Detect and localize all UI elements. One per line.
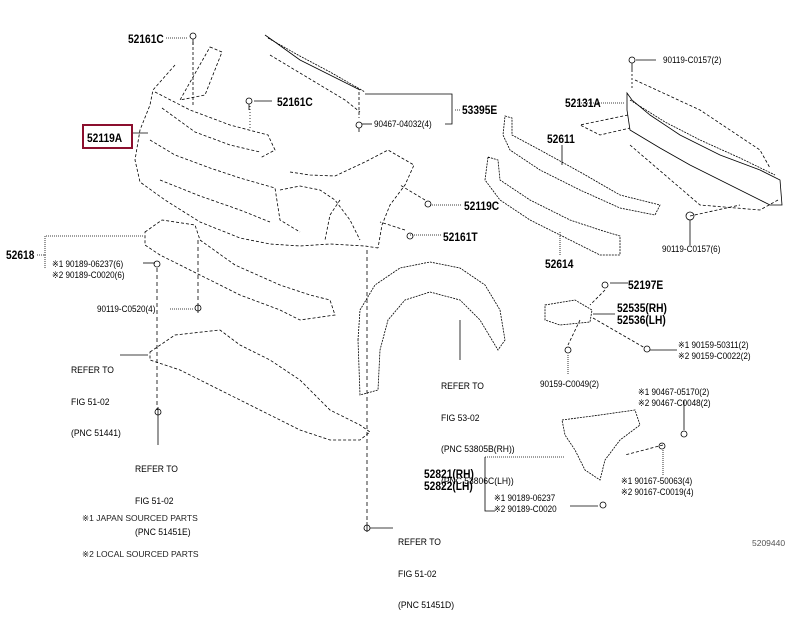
callout-90189-C0020-6[interactable]: ※2 90189-C0020(6) bbox=[52, 270, 125, 280]
callout-52119A-label: 52119A bbox=[87, 131, 123, 145]
reference-pnc-51451E[interactable]: REFER TO FIG 51-02 (PNC 51451E) bbox=[135, 444, 191, 549]
absorber-52614-drawing bbox=[484, 156, 621, 256]
callout-52614[interactable]: 52614 bbox=[545, 257, 574, 271]
bezel-52821-drawing bbox=[484, 400, 685, 512]
callout-90159-50311[interactable]: ※1 90159-50311(2) bbox=[678, 340, 749, 350]
ref-line: REFER TO bbox=[398, 537, 441, 548]
fastener-icons bbox=[153, 32, 695, 532]
ref-line: FIG 51-02 bbox=[398, 568, 437, 580]
panel-52618-drawing bbox=[37, 219, 336, 410]
ref-line: REFER TO bbox=[135, 464, 178, 475]
callout-53395E[interactable]: 53395E bbox=[462, 103, 498, 117]
ref-line: FIG 51-02 bbox=[135, 495, 174, 507]
ref-line: (PNC 51441) bbox=[71, 428, 121, 439]
under-cover-drawing bbox=[120, 250, 393, 529]
callout-52119C[interactable]: 52119C bbox=[464, 199, 500, 213]
callout-52535-RH[interactable]: 52535(RH) bbox=[617, 301, 667, 315]
source-legend: ※1 JAPAN SOURCED PARTS ※2 LOCAL SOURCED … bbox=[82, 488, 199, 572]
callout-52161C-mid[interactable]: 52161C bbox=[277, 95, 313, 109]
callout-52119A-highlighted[interactable]: 52119A bbox=[82, 124, 134, 149]
reference-pnc-53805[interactable]: REFER TO FIG 53-02 (PNC 53805B(RH)) (PNC… bbox=[441, 361, 515, 498]
callout-52161C-top[interactable]: 52161C bbox=[128, 32, 164, 46]
bumper-cover-drawing bbox=[134, 46, 415, 249]
bracket-52535-drawing bbox=[544, 282, 677, 375]
ref-line: FIG 51-02 bbox=[71, 396, 110, 408]
ref-line: (PNC 51451E) bbox=[135, 527, 191, 538]
callout-52821-RH[interactable]: 52821(RH) bbox=[424, 467, 474, 481]
callout-52822-LH[interactable]: 52822(LH) bbox=[424, 479, 473, 493]
ref-line: (PNC 53805B(RH)) bbox=[441, 444, 515, 455]
leader-lines bbox=[127, 37, 462, 236]
callout-90467-C0048[interactable]: ※2 90467-C0048(2) bbox=[638, 398, 711, 408]
callout-90159-C0022[interactable]: ※2 90159-C0022(2) bbox=[678, 351, 751, 361]
ref-line: REFER TO bbox=[441, 381, 484, 392]
ref-line: FIG 53-02 bbox=[441, 412, 480, 424]
callout-52618[interactable]: 52618 bbox=[6, 248, 35, 262]
upper-strip-drawing bbox=[264, 34, 366, 113]
ref-line: (PNC 51451D) bbox=[398, 600, 455, 611]
callout-52197E[interactable]: 52197E bbox=[628, 278, 664, 292]
callout-52611[interactable]: 52611 bbox=[547, 132, 575, 146]
callout-52161T[interactable]: 52161T bbox=[443, 230, 478, 244]
diagram-artwork bbox=[37, 32, 783, 532]
callout-90467-04032[interactable]: 90467-04032(4) bbox=[374, 119, 432, 129]
legend-japan-sourced: ※1 JAPAN SOURCED PARTS bbox=[82, 513, 198, 523]
parts-diagram: 52161C 52119A 52161C 53395E 90467-04032(… bbox=[6, 32, 786, 611]
callout-90189-06237[interactable]: ※1 90189-06237 bbox=[494, 493, 556, 503]
absorber-52611-drawing bbox=[502, 115, 661, 216]
callout-90189-C0020[interactable]: ※2 90189-C0020 bbox=[494, 504, 557, 514]
ref-line: (PNC 53806C(LH)) bbox=[441, 475, 514, 487]
callout-90167-50063[interactable]: ※1 90167-50063(4) bbox=[621, 476, 693, 486]
fender-liner-drawing bbox=[357, 261, 506, 396]
callout-90119-C0520[interactable]: 90119-C0520(4) bbox=[97, 304, 156, 314]
reference-pnc-51441[interactable]: REFER TO FIG 51-02 (PNC 51441) bbox=[71, 345, 121, 450]
callout-90159-C0049[interactable]: 90159-C0049(2) bbox=[540, 379, 599, 389]
reference-pnc-51451D[interactable]: REFER TO FIG 51-02 (PNC 51451D) bbox=[398, 517, 454, 622]
callout-52536-LH[interactable]: 52536(LH) bbox=[617, 313, 666, 327]
callout-90119-C0157-2[interactable]: 90119-C0157(2) bbox=[663, 55, 722, 65]
legend-local-sourced: ※2 LOCAL SOURCED PARTS bbox=[82, 549, 199, 559]
callout-52131A[interactable]: 52131A bbox=[565, 96, 601, 110]
callout-90167-C0019[interactable]: ※2 90167-C0019(4) bbox=[621, 487, 694, 497]
ref-line: REFER TO bbox=[71, 365, 114, 376]
callout-90189-06237-6[interactable]: ※1 90189-06237(6) bbox=[52, 259, 124, 269]
callout-90467-05170[interactable]: ※1 90467-05170(2) bbox=[638, 387, 710, 397]
figure-code: 5209440 bbox=[752, 538, 786, 548]
callout-90119-C0157-6[interactable]: 90119-C0157(6) bbox=[662, 244, 721, 254]
reinforcement-drawing bbox=[577, 59, 783, 245]
